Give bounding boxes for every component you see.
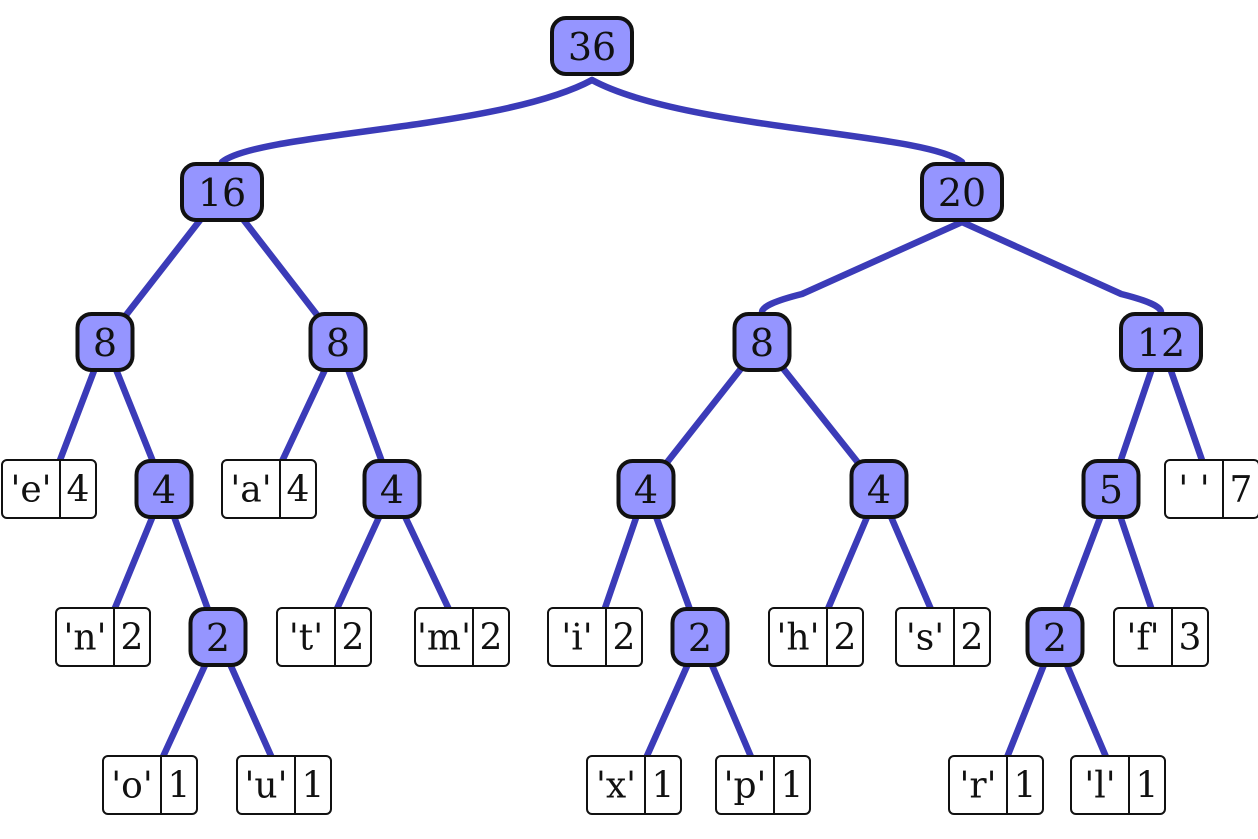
edge-n36-n20 [588,76,966,166]
internal-node: 2 [670,607,730,667]
leaf-symbol: 'u' [245,766,288,807]
node-weight: 5 [1099,468,1123,512]
edge-n20-n8c [758,218,966,316]
internal-node: 4 [362,459,422,519]
leaf-symbol: 'n' [64,618,107,659]
leaf-count: 1 [1014,766,1037,807]
internal-node: 2 [1025,607,1085,667]
leaf-count: 7 [1230,470,1253,511]
leaf-node: 'l' 1 [1070,755,1166,815]
internal-node: 12 [1119,312,1203,372]
leaf-symbol: 'a' [230,470,271,511]
leaf-count: 4 [67,470,90,511]
node-weight: 2 [1043,616,1067,660]
leaf-symbol: 't' [289,618,323,659]
node-weight: 8 [750,321,774,365]
leaf-node: ' ' 7 [1164,459,1258,519]
leaf-count: 1 [302,766,325,807]
leaf-node: 'u' 1 [236,755,332,815]
node-weight: 2 [206,616,230,660]
leaf-symbol: 'f' [1126,618,1159,659]
internal-node: 36 [550,16,634,76]
internal-node: 2 [188,607,248,667]
node-weight: 2 [688,616,712,660]
leaf-count: 4 [287,470,310,511]
leaf-symbol: 'e' [10,470,51,511]
node-weight: 4 [867,468,891,512]
leaf-node: 'f' 3 [1113,607,1209,667]
node-weight: 4 [634,468,658,512]
internal-node: 8 [75,312,135,372]
node-weight: 16 [198,171,246,215]
leaf-node: 's' 2 [895,607,991,667]
leaf-count: 2 [121,618,144,659]
leaf-node: 'i' 2 [547,607,643,667]
edge-n36-n16 [218,76,596,166]
leaf-symbol: 's' [906,618,944,659]
leaf-node: 'r' 1 [948,755,1044,815]
internal-node: 4 [134,459,194,519]
internal-node: 5 [1081,459,1141,519]
internal-node: 16 [180,162,264,222]
leaf-count: 2 [342,618,365,659]
leaf-count: 1 [1136,766,1159,807]
edge-n20-n12 [958,218,1165,316]
node-weight: 8 [93,321,117,365]
internal-node: 4 [616,459,676,519]
leaf-count: 2 [613,618,636,659]
node-weight: 4 [380,468,404,512]
leaf-symbol: 'o' [111,766,152,807]
node-weight: 36 [568,25,616,69]
leaf-count: 2 [961,618,984,659]
internal-node: 8 [308,312,368,372]
leaf-count: 2 [480,618,503,659]
leaf-count: 1 [168,766,191,807]
leaf-symbol: 'h' [777,618,820,659]
leaf-node: 'x' 1 [586,755,682,815]
leaf-count: 1 [652,766,675,807]
internal-node: 20 [920,162,1004,222]
node-weight: 20 [938,171,986,215]
leaf-count: 2 [834,618,857,659]
leaf-symbol: ' ' [1178,470,1209,511]
leaf-symbol: 'l' [1084,766,1115,807]
leaf-symbol: 'r' [959,766,996,807]
leaf-node: 'n' 2 [55,607,151,667]
leaf-symbol: 'i' [561,618,592,659]
leaf-node: 'a' 4 [221,459,317,519]
leaf-symbol: 'm' [417,618,471,659]
internal-node: 4 [849,459,909,519]
leaf-node: 'h' 2 [768,607,864,667]
leaf-node: 't' 2 [276,607,372,667]
leaf-count: 3 [1179,618,1202,659]
leaf-count: 1 [781,766,804,807]
leaf-node: 'p' 1 [715,755,811,815]
node-weight: 12 [1137,321,1185,365]
leaf-node: 'm'2 [414,607,510,667]
leaf-node: 'o' 1 [102,755,198,815]
internal-node: 8 [732,312,792,372]
node-weight: 8 [326,321,350,365]
leaf-symbol: 'p' [724,766,767,807]
leaf-node: 'e' 4 [1,459,97,519]
node-weight: 4 [152,468,176,512]
leaf-symbol: 'x' [596,766,636,807]
